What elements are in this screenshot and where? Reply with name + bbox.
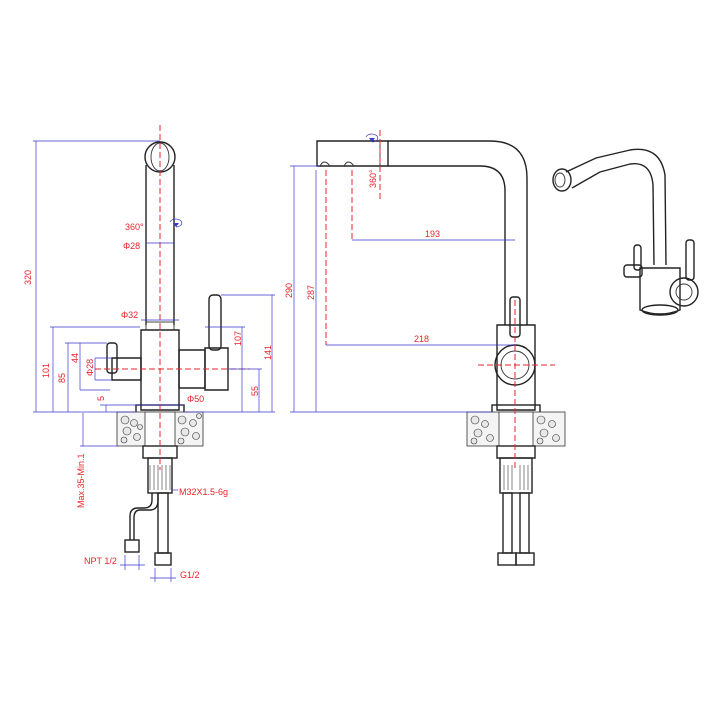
dim-npt: NPT 1/2 — [84, 556, 117, 566]
side-body — [496, 324, 536, 411]
pullout-head — [316, 140, 389, 167]
side-view: 290 287 360° 193 218 — [284, 130, 566, 566]
dim-287: 287 — [306, 285, 316, 300]
dim-320: 320 — [23, 270, 33, 285]
dim-218: 218 — [414, 334, 429, 344]
dim-max-min: Max.35-Min.1 — [76, 453, 86, 508]
right-lever — [208, 294, 222, 351]
dim-phi28-top: Φ28 — [123, 241, 140, 251]
dim-290: 290 — [284, 283, 294, 298]
perspective-body — [639, 267, 681, 315]
dim-5: 5 — [96, 396, 106, 401]
dim-thread: M32X1.5-6g — [179, 487, 228, 497]
dim-55: 55 — [250, 386, 260, 396]
dim-360-side: 360° — [368, 169, 378, 188]
dim-360-front: 360° — [125, 222, 144, 232]
perspective-spout — [565, 148, 667, 266]
dim-85: 85 — [57, 373, 67, 383]
dim-phi32: Φ32 — [121, 310, 138, 320]
hose-right — [157, 492, 169, 554]
dim-phi28-left: Φ28 — [85, 359, 95, 376]
dim-101: 101 — [41, 363, 51, 378]
dim-44: 44 — [70, 353, 80, 363]
dim-107: 107 — [233, 331, 243, 346]
faucet-body — [140, 329, 180, 411]
dim-193: 193 — [425, 229, 440, 239]
hose-left — [129, 493, 153, 540]
perspective-view — [552, 148, 699, 316]
front-view: 320 101 85 44 Φ28 5 360° Φ28 Φ32 Φ50 107… — [23, 125, 275, 582]
dim-141: 141 — [263, 345, 273, 360]
dim-phi50: Φ50 — [187, 394, 204, 404]
dim-g12: G1/2 — [180, 570, 200, 580]
curved-spout — [388, 140, 528, 325]
